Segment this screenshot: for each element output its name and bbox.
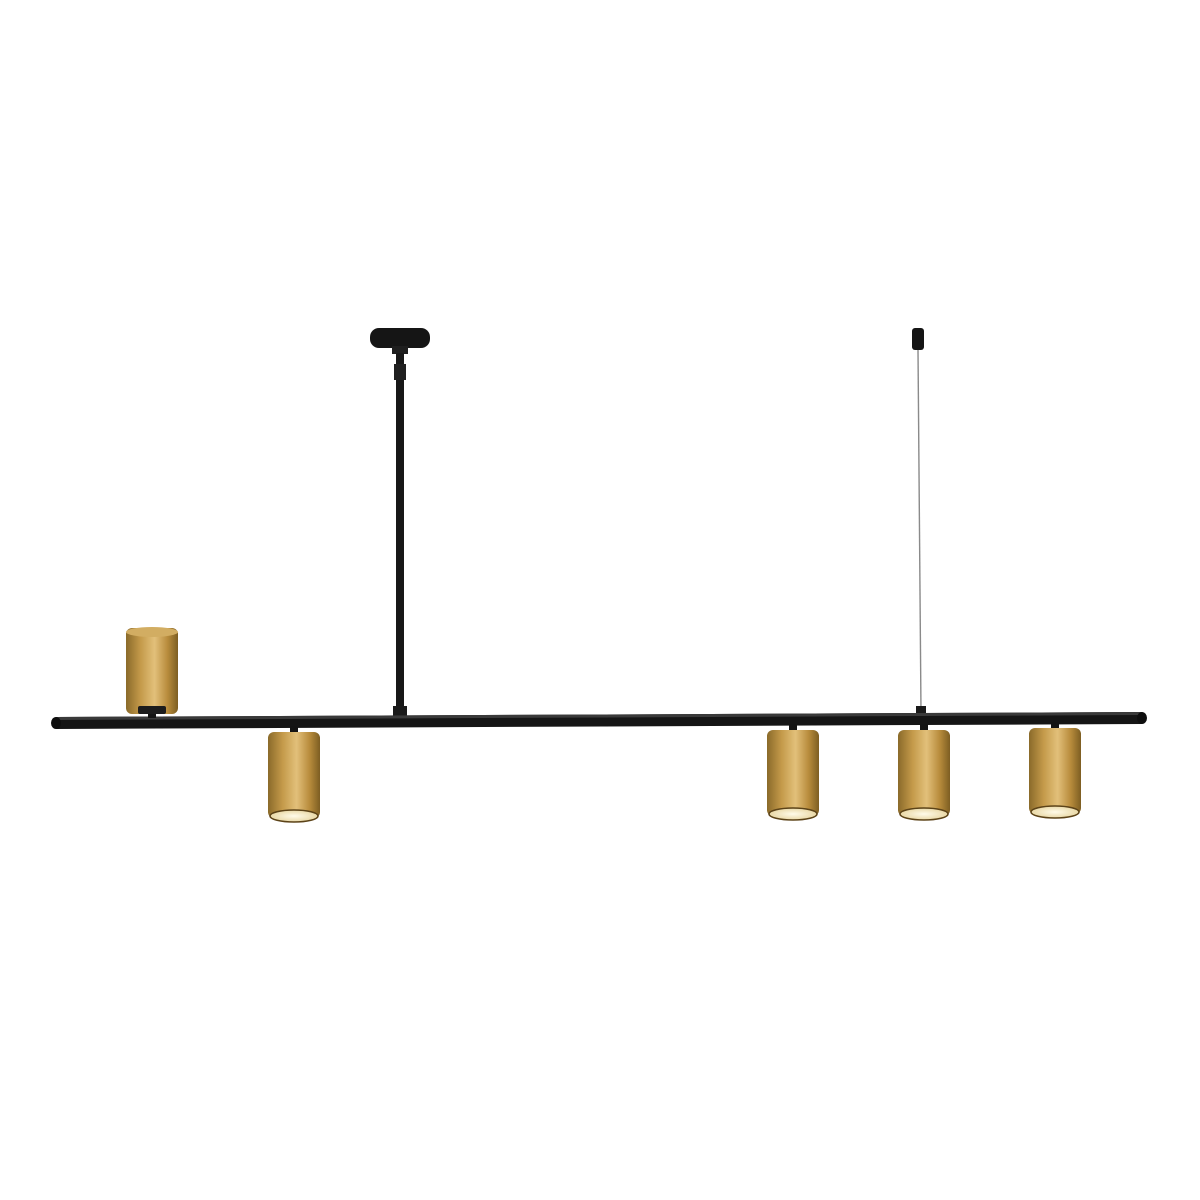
suspension-cable [917, 349, 922, 713]
rod-coupler [394, 364, 406, 380]
spotlight-1 [126, 627, 178, 718]
spotlight-2 [268, 726, 320, 823]
cable-gripper [912, 328, 924, 350]
spotlight-3 [767, 724, 819, 821]
spotlight-4 [898, 724, 950, 821]
cable-clamp [916, 706, 926, 716]
suspension-rod [396, 353, 404, 717]
spotlight-5 [1029, 722, 1081, 819]
horizontal-bar [51, 712, 1147, 729]
ceiling-canopy [370, 328, 430, 354]
